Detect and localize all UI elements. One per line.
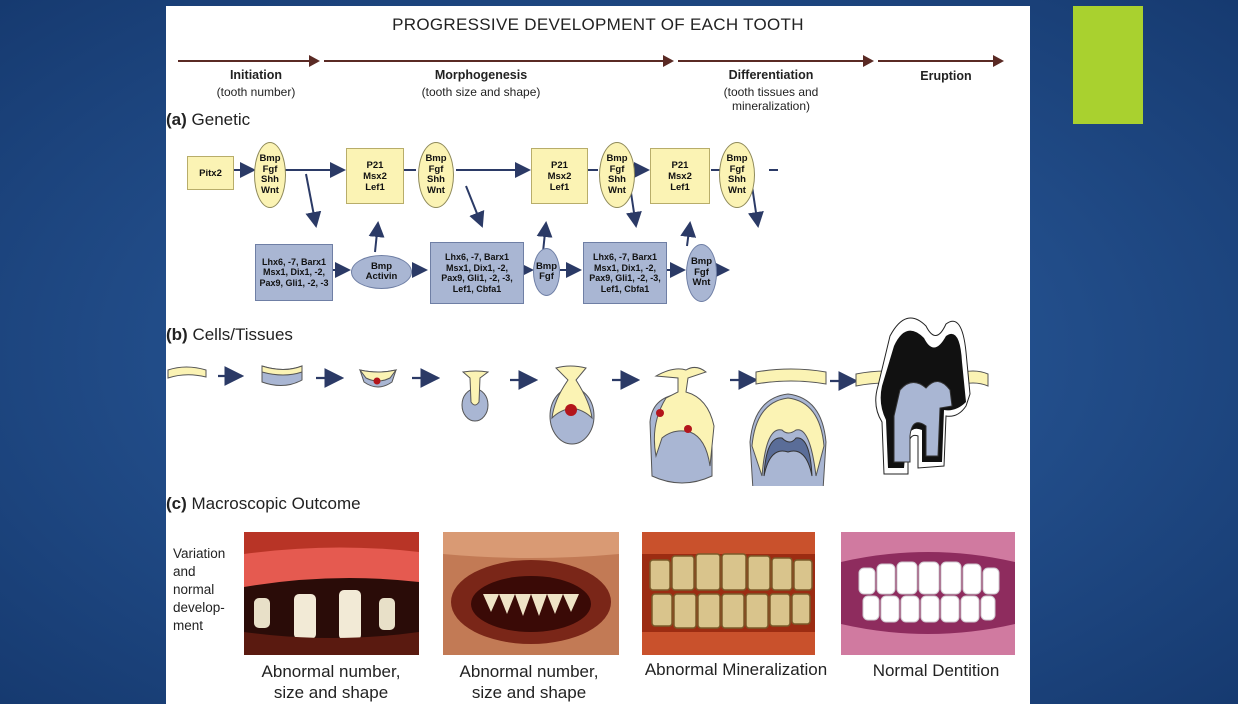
tissue-stage-7 — [750, 369, 826, 486]
section-outcome-label: Macroscopic Outcome — [192, 494, 361, 513]
photo-normal-dentition — [841, 532, 1015, 655]
photo-abnormal-number-2 — [443, 532, 619, 655]
photo-abnormal-mineralization — [642, 532, 815, 655]
tissue-stage-1 — [168, 367, 206, 378]
caption-abnormal-number-2: Abnormal number, size and shape — [434, 661, 624, 703]
figure-panel: PROGRESSIVE DEVELOPMENT OF EACH TOOTH In… — [166, 6, 1030, 704]
tissue-stage-4 — [462, 371, 488, 421]
tissue-stage-2 — [262, 366, 302, 386]
caption-abnormal-number-1: Abnormal number, size and shape — [236, 661, 426, 703]
tissue-stages — [166, 6, 1030, 486]
tissue-stage-3 — [360, 370, 396, 387]
photo-abnormal-number-1 — [244, 532, 419, 655]
outcome-side-label: Variation and normal develop- ment — [173, 545, 225, 635]
section-outcome: (c) Macroscopic Outcome — [166, 494, 361, 514]
caption-abnormal-mineralization: Abnormal Mineralization — [628, 659, 844, 680]
tissue-stage-6 — [650, 367, 714, 483]
tissue-stage-8 — [856, 318, 988, 474]
tissue-stage-5 — [550, 366, 594, 444]
accent-bar — [1073, 6, 1143, 124]
caption-normal-dentition: Normal Dentition — [850, 660, 1022, 681]
section-outcome-letter: (c) — [166, 494, 187, 513]
